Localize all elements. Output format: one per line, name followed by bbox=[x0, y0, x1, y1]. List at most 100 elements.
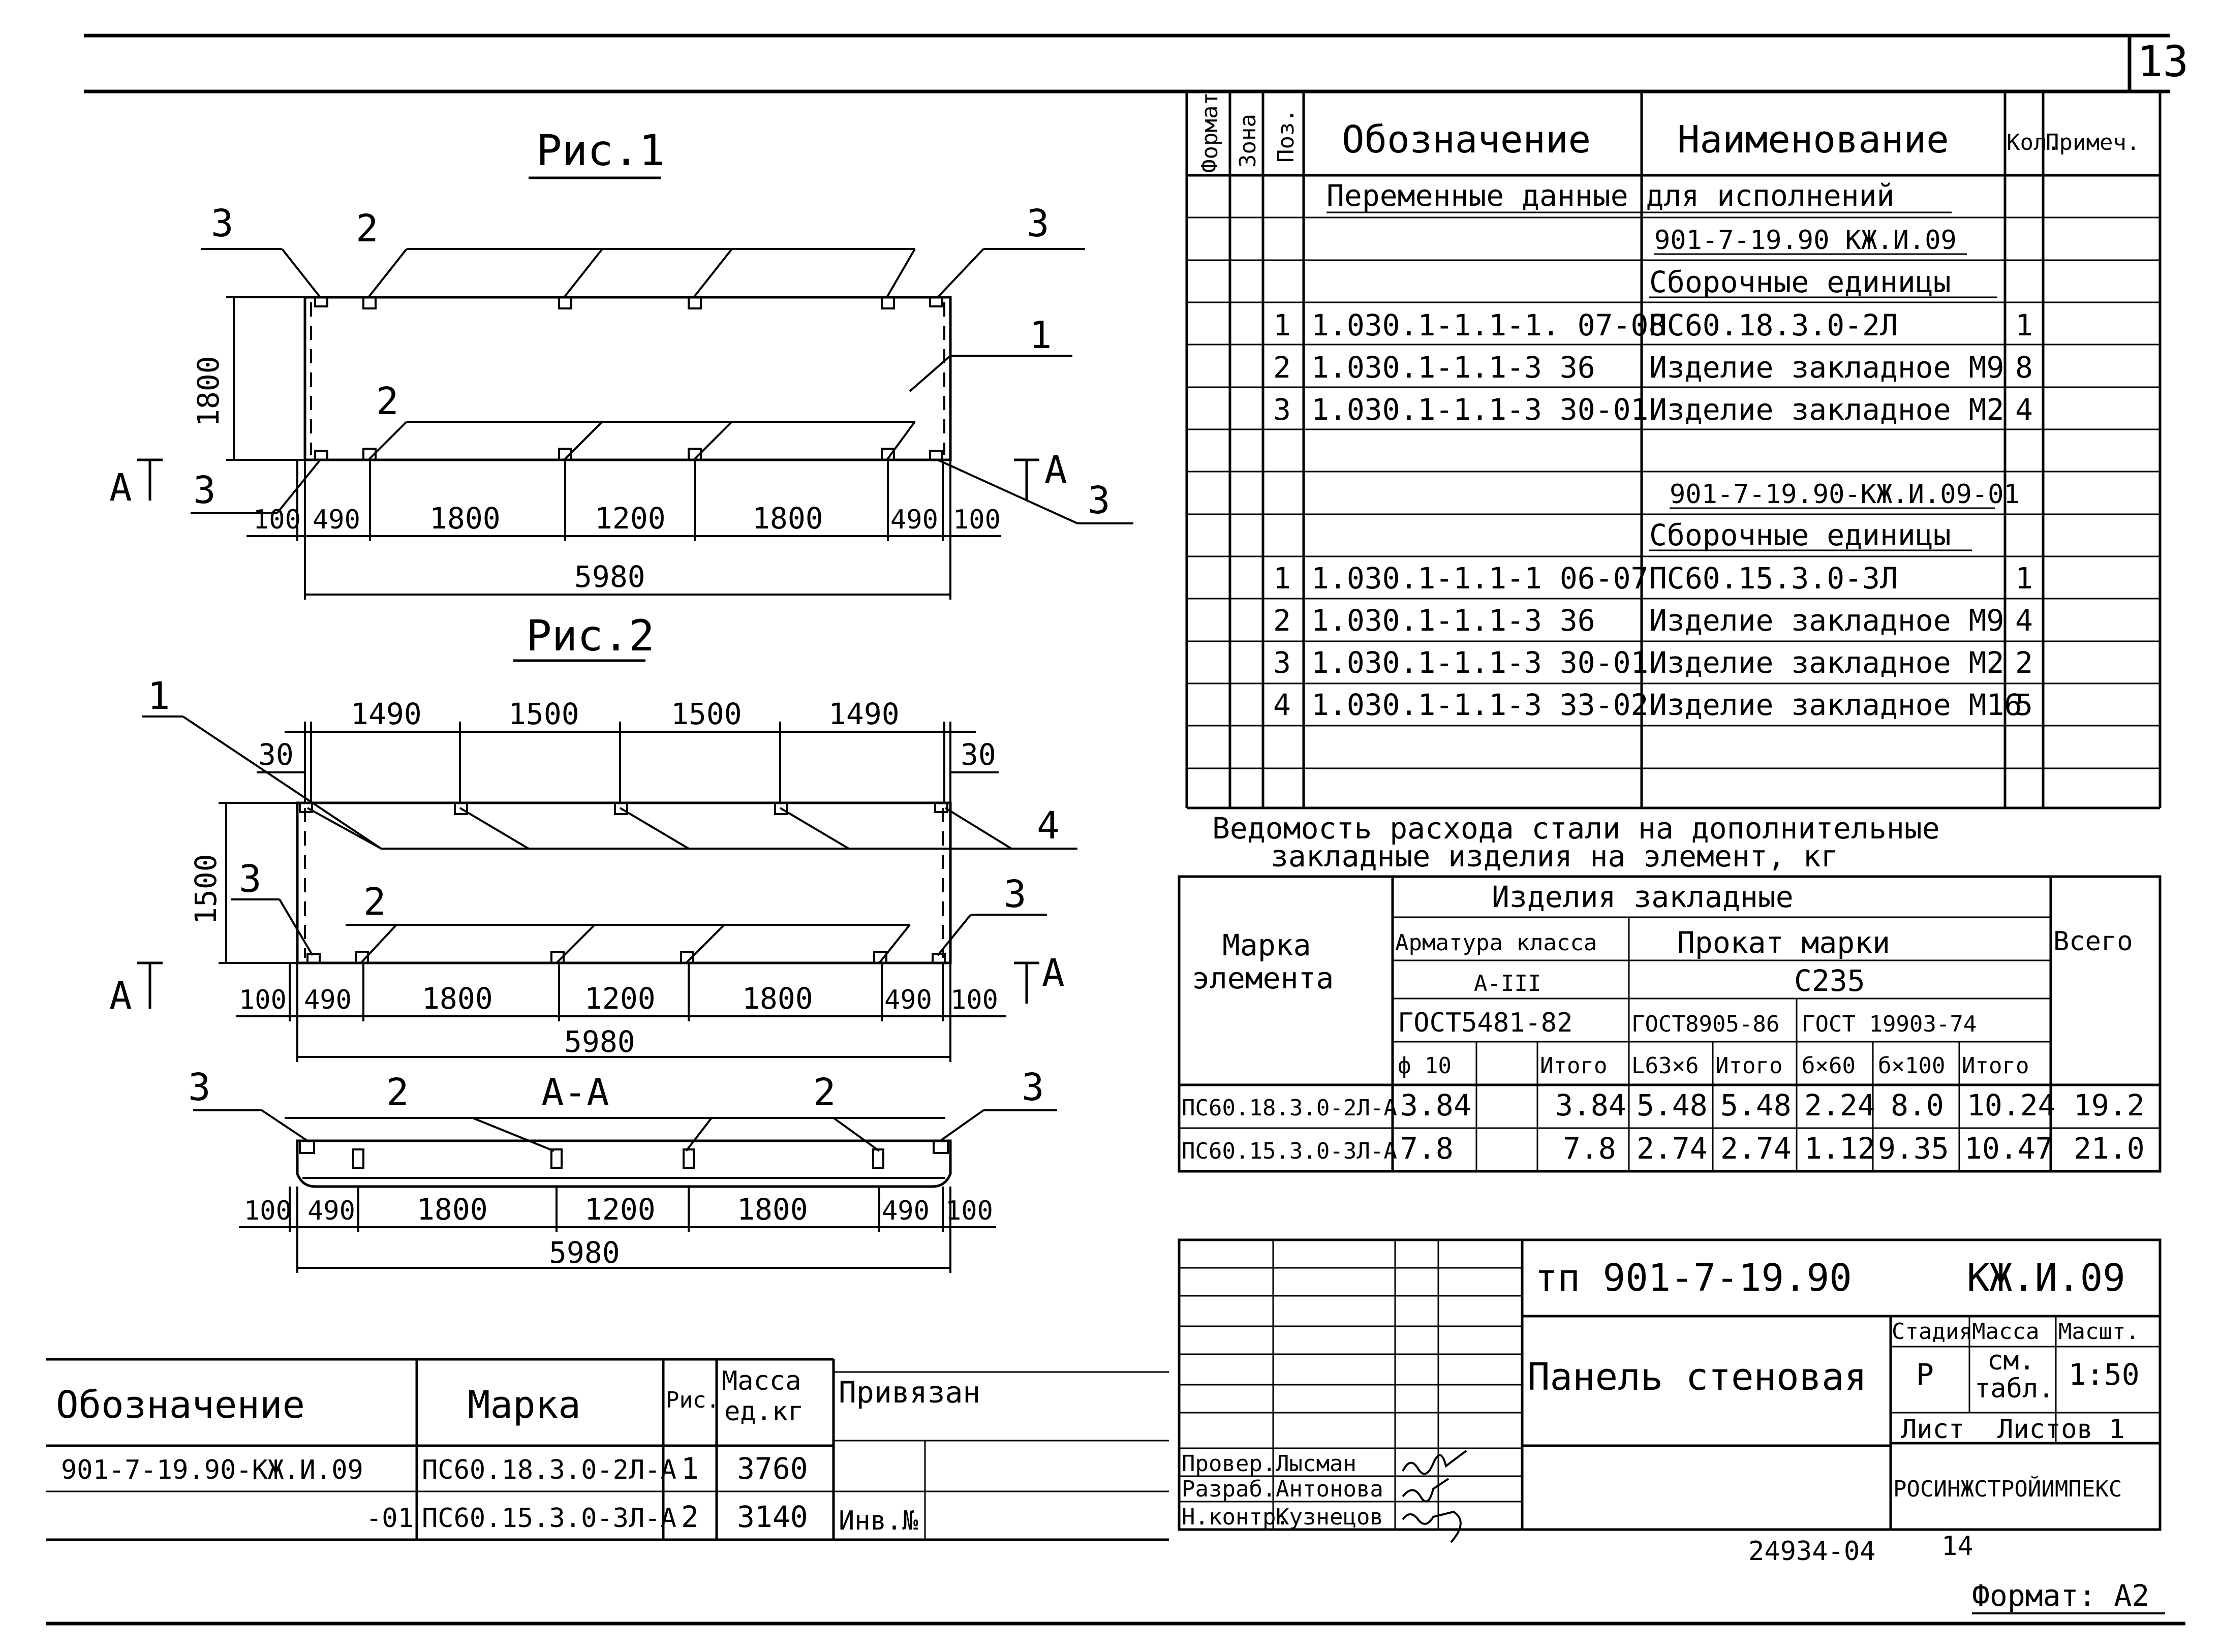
steel-r1-c6: 8.0 bbox=[1891, 1088, 1944, 1123]
steel-sub-2: Итого bbox=[1540, 1053, 1607, 1079]
fig2-dim-6: 100 bbox=[950, 985, 998, 1015]
spec-header-format: Формат bbox=[1197, 92, 1223, 173]
left-r2-mass: 3140 bbox=[737, 1500, 808, 1534]
spec-table: Формат Зона Поз. Обозначение Наименовани… bbox=[1185, 91, 2162, 809]
fig2-section-right: А bbox=[1042, 951, 1065, 995]
steel-sub-0: ф 10 bbox=[1398, 1053, 1452, 1079]
fig2-dim-1: 490 bbox=[304, 985, 352, 1015]
fig1-label-1: 1 bbox=[1029, 314, 1052, 357]
steel-sub-4: Итого bbox=[1715, 1053, 1782, 1079]
steel-table: Ведомость расхода стали на дополнительны… bbox=[1178, 811, 2162, 1173]
spec-v1-r1-qty: 1 bbox=[2015, 308, 2033, 342]
fig2-dim-5: 490 bbox=[884, 985, 932, 1015]
section-overall: 5980 bbox=[549, 1235, 620, 1270]
steel-h-rebar-class: А-III bbox=[1474, 971, 1541, 996]
tb-stage: Р bbox=[1916, 1357, 1934, 1392]
fig1-dim-0: 100 bbox=[253, 505, 301, 535]
spec-v2-r4-pos: 4 bbox=[1273, 688, 1291, 722]
steel-h-rolled-grade: С235 bbox=[1794, 963, 1865, 998]
fig2-label-3a: 3 bbox=[239, 857, 262, 901]
steel-r2-c4: 2.74 bbox=[1720, 1131, 1792, 1166]
steel-h-rolled-gost1: ГОСТ8905-86 bbox=[1631, 1011, 1779, 1037]
fig1-title: Рис.1 bbox=[536, 126, 665, 175]
fig2: Рис.2 1490 1500 1500 1490 30 30 bbox=[109, 611, 1077, 1062]
spec-v1-r3-pos: 3 bbox=[1273, 392, 1291, 427]
fig2-dim-0: 100 bbox=[239, 985, 287, 1015]
steel-r2-c3: 2.74 bbox=[1637, 1131, 1708, 1166]
spec-v2-r2-designation: 1.030.1-1.1-3 36 bbox=[1311, 603, 1595, 638]
left-table: Обозначение Марка Рис. Масса ед.кг Привя… bbox=[46, 1358, 1169, 1541]
steel-r1-c2: 3.84 bbox=[1555, 1088, 1626, 1123]
spec-v2-r4-designation: 1.030.1-1.1-3 33-02 bbox=[1311, 688, 1648, 722]
section-dim-5: 490 bbox=[882, 1196, 930, 1226]
steel-h-mark-2: элемента bbox=[1192, 961, 1334, 995]
section-dim-3: 1200 bbox=[584, 1192, 656, 1227]
left-r1-designation: 901-7-19.90-КЖ.И.09 bbox=[61, 1455, 363, 1485]
steel-h-rebar: Арматура класса bbox=[1395, 930, 1597, 956]
archive-code: 24934-04 bbox=[1748, 1536, 1875, 1567]
spec-v2-r3-designation: 1.030.1-1.1-3 30-01 bbox=[1311, 645, 1648, 680]
archive-page: 14 bbox=[1941, 1531, 1973, 1562]
fig2-edge-dim-right: 30 bbox=[961, 737, 996, 772]
sheet-number: 13 bbox=[2137, 37, 2188, 86]
left-r1-mass: 3760 bbox=[737, 1451, 808, 1486]
spec-header-qty: Кол. bbox=[2007, 130, 2060, 155]
tb-person-0: Лысман bbox=[1276, 1451, 1356, 1477]
fig1-panel bbox=[303, 296, 952, 461]
spec-header-zone: Зона bbox=[1235, 114, 1261, 168]
tb-scale: 1:50 bbox=[2069, 1357, 2140, 1392]
tb-sheets-label: Листов 1 bbox=[1997, 1414, 2124, 1445]
fig1-dim-6: 100 bbox=[953, 505, 1001, 535]
steel-r1-c4: 5.48 bbox=[1720, 1088, 1792, 1123]
left-bound-label: Привязан bbox=[839, 1375, 980, 1410]
steel-sub-7: Итого bbox=[1962, 1053, 2029, 1079]
fig2-top-dim-0: 1490 bbox=[351, 697, 422, 731]
fig2-dim-4: 1800 bbox=[742, 981, 813, 1016]
title-block: тп 901-7-19.90 КЖ.И.09 Панель стеновая С… bbox=[1178, 1238, 2162, 1543]
tb-person-2: Кузнецов bbox=[1276, 1504, 1383, 1530]
spec-v2-r3-pos: 3 bbox=[1273, 645, 1291, 680]
left-r1-fig: 1 bbox=[681, 1451, 699, 1486]
spec-v1-r3-qty: 4 bbox=[2015, 392, 2033, 427]
steel-title-1: Ведомость расхода стали на дополнительны… bbox=[1212, 811, 1940, 846]
fig1-dim-3: 1200 bbox=[595, 501, 666, 536]
fig1-height-dim: 1800 bbox=[191, 356, 226, 427]
tb-role-1: Разраб. bbox=[1182, 1476, 1276, 1502]
left-r2-designation: -01 bbox=[366, 1503, 414, 1534]
left-r2-mark: ПС60.15.3.0-3Л-А bbox=[422, 1503, 676, 1534]
steel-r2-c6: 9.35 bbox=[1878, 1131, 1949, 1166]
section-dim-6: 100 bbox=[945, 1196, 993, 1226]
steel-r2-total: 21.0 bbox=[2074, 1131, 2145, 1166]
fig2-label-4: 4 bbox=[1037, 804, 1060, 848]
spec-v2-r3-qty: 2 bbox=[2015, 645, 2033, 680]
steel-r2-c0: 7.8 bbox=[1400, 1131, 1454, 1166]
section-label-3b: 3 bbox=[1022, 1066, 1044, 1109]
section-dim-1: 490 bbox=[307, 1196, 355, 1226]
steel-r1-total: 19.2 bbox=[2074, 1088, 2145, 1123]
steel-r1-c3: 5.48 bbox=[1637, 1088, 1708, 1123]
section-title: А-А bbox=[541, 1071, 609, 1114]
spec-variant1-group: Сборочные единицы bbox=[1649, 265, 1951, 299]
spec-v2-r2-name: Изделие закладное М9 bbox=[1649, 603, 2004, 638]
sheet-frame bbox=[46, 34, 2185, 1626]
fig1-dim-4: 1800 bbox=[752, 501, 823, 536]
section-dim-4: 1800 bbox=[737, 1192, 808, 1227]
tb-person-1: Антонова bbox=[1276, 1476, 1383, 1502]
section-a-a: А-А 3 2 2 3 100 490 1800 1200 1800 bbox=[188, 1066, 1057, 1273]
spec-v2-r3-name: Изделие закладное М2 bbox=[1649, 645, 2004, 680]
fig2-height-dim: 1500 bbox=[189, 854, 223, 925]
tb-role-2: Н.контр. bbox=[1182, 1504, 1289, 1530]
section-label-2b: 2 bbox=[813, 1071, 836, 1114]
tb-sheet-label: Лист bbox=[1901, 1414, 1964, 1445]
spec-header-pos: Поз. bbox=[1273, 109, 1299, 163]
fig2-top-dim-3: 1490 bbox=[828, 697, 900, 731]
fig2-panel bbox=[296, 801, 952, 964]
left-r2-fig: 2 bbox=[681, 1500, 699, 1534]
steel-h-total: Всего bbox=[2053, 926, 2133, 957]
fig2-label-2: 2 bbox=[363, 880, 386, 924]
tb-code: КЖ.И.09 bbox=[1967, 1256, 2125, 1300]
fig1-label-2a: 2 bbox=[356, 207, 379, 251]
steel-r2-mark: ПС60.15.3.0-3Л-А bbox=[1182, 1138, 1397, 1164]
steel-r2-c5: 1.12 bbox=[1804, 1131, 1875, 1166]
